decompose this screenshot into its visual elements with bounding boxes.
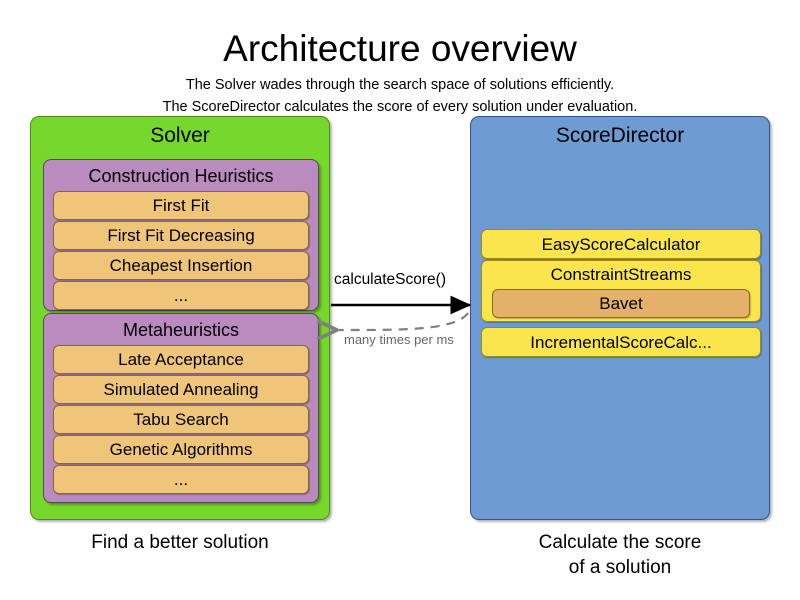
score-calculator-constraint-streams[interactable]: ConstraintStreams Bavet (481, 260, 761, 322)
group-metaheuristics[interactable]: Metaheuristics Late Acceptance Simulated… (43, 313, 319, 503)
algorithm-item-first-fit-decreasing[interactable]: First Fit Decreasing (53, 221, 309, 250)
caption-scoredirector: Calculate the score of a solution (470, 530, 770, 580)
score-calculator-incremental[interactable]: IncrementalScoreCalc... (481, 327, 761, 357)
page-title: Architecture overview (223, 28, 577, 69)
score-calculator-easy[interactable]: EasyScoreCalculator (481, 229, 761, 259)
algorithm-item-genetic-algorithms[interactable]: Genetic Algorithms (53, 435, 309, 464)
score-calculator-bavet[interactable]: Bavet (492, 289, 750, 318)
algorithm-item-late-acceptance[interactable]: Late Acceptance (53, 345, 309, 374)
scoredirector-panel[interactable]: ScoreDirector EasyScoreCalculator Constr… (470, 116, 770, 520)
group-metaheuristics-title: Metaheuristics (122, 320, 240, 340)
score-calculator-constraint-streams-label: ConstraintStreams (550, 265, 692, 284)
group-construction-heuristics[interactable]: Construction Heuristics First Fit First … (43, 159, 319, 311)
algorithm-item-simulated-annealing[interactable]: Simulated Annealing (53, 375, 309, 404)
caption-scoredirector-line-1: Calculate the score (538, 532, 702, 553)
algorithm-item-tabu-search[interactable]: Tabu Search (53, 405, 309, 434)
algorithm-item-first-fit[interactable]: First Fit (53, 191, 309, 220)
arrow-label-many-times-per-ms: many times per ms (344, 332, 454, 347)
caption-solver: Find a better solution (30, 530, 330, 555)
page-subtitle-line-2: The ScoreDirector calculates the score o… (162, 99, 638, 115)
arrow-score-response (336, 312, 469, 330)
caption-scoredirector-line-2: of a solution (568, 557, 672, 578)
solver-panel-title: Solver (150, 124, 210, 147)
page-header: Architecture overview The Solver wades t… (0, 0, 800, 116)
arrow-label-calculate-score: calculateScore() (334, 271, 446, 288)
scoredirector-panel-title: ScoreDirector (555, 124, 685, 147)
caption-solver-line-1: Find a better solution (91, 532, 269, 553)
algorithm-item-metaheuristics-more[interactable]: ... (53, 465, 309, 494)
solver-panel[interactable]: Solver Construction Heuristics First Fit… (30, 116, 330, 520)
group-construction-heuristics-title: Construction Heuristics (88, 166, 274, 186)
algorithm-item-construction-more[interactable]: ... (53, 281, 309, 310)
page-subtitle-line-1: The Solver wades through the search spac… (185, 77, 615, 93)
algorithm-item-cheapest-insertion[interactable]: Cheapest Insertion (53, 251, 309, 280)
